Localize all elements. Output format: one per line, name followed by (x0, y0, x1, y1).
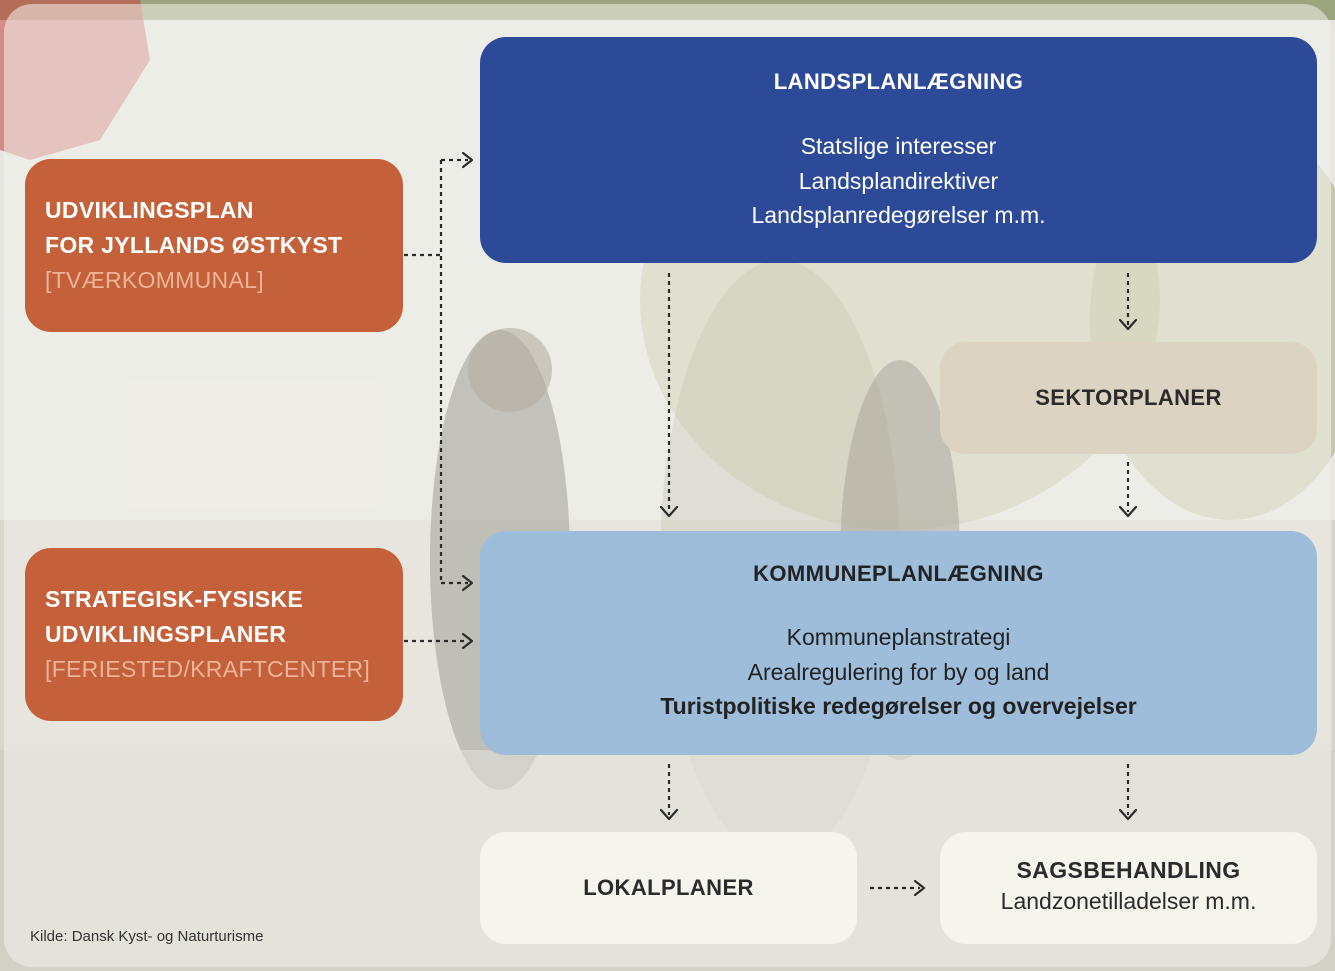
kommune-line: Arealregulering for by og land (747, 658, 1050, 685)
kommune-title: KOMMUNEPLANLÆGNING (753, 561, 1044, 586)
udviklingsplan-title-2: FOR JYLLANDS ØSTKYST (45, 232, 343, 258)
box-sektorplaner: SEKTORPLANER (940, 342, 1317, 454)
box-landsplanlaegning: LANDSPLANLÆGNING Statslige interesser La… (480, 37, 1317, 263)
landsplan-line: Statslige interesser (800, 133, 997, 159)
kommune-bold-line: Turistpolitiske redegørelser og overveje… (660, 693, 1137, 719)
box-sagsbehandling: SAGSBEHANDLING Landzonetilladelser m.m. (940, 832, 1317, 944)
box-kommuneplanlaegning: KOMMUNEPLANLÆGNING Kommuneplanstrategi A… (480, 531, 1317, 755)
lokal-title: LOKALPLANER (583, 875, 754, 900)
landsplan-line: Landsplanredegørelser m.m. (751, 202, 1046, 228)
sags-subtitle: Landzonetilladelser m.m. (1000, 888, 1257, 915)
kommune-line: Kommuneplanstrategi (786, 624, 1011, 650)
box-lokalplaner: LOKALPLANER (480, 832, 857, 944)
strategisk-subtitle: [FERIESTED/KRAFTCENTER] (45, 656, 371, 682)
landsplan-line: Landsplandirektiver (798, 167, 999, 194)
udviklingsplan-subtitle: [TVÆRKOMMUNAL] (45, 267, 264, 293)
landsplan-title: LANDSPLANLÆGNING (773, 69, 1024, 94)
sags-title: SAGSBEHANDLING (1016, 857, 1241, 884)
box-udviklingsplan: UDVIKLINGSPLAN FOR JYLLANDS ØSTKYST [TVÆ… (25, 159, 403, 332)
box-strategisk: STRATEGISK-FYSISKE UDVIKLINGSPLANER [FER… (25, 548, 403, 721)
strategisk-title-1: STRATEGISK-FYSISKE (45, 586, 303, 612)
udviklingsplan-title-1: UDVIKLINGSPLAN (45, 197, 254, 223)
strategisk-title-2: UDVIKLINGSPLANER (45, 621, 287, 647)
sektor-title: SEKTORPLANER (1035, 385, 1222, 410)
source-note: Kilde: Dansk Kyst- og Naturturisme (30, 928, 264, 945)
